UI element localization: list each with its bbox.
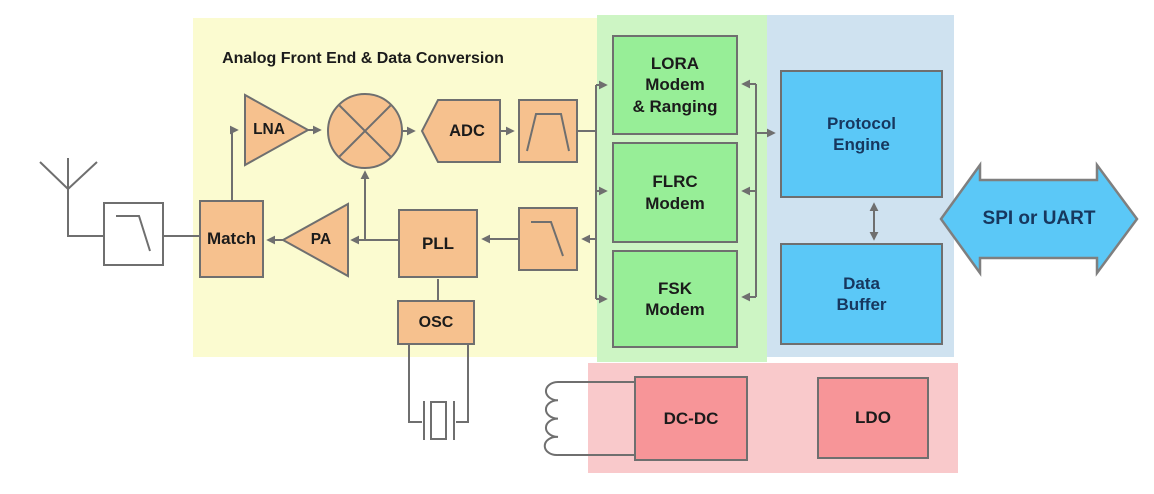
- lna-amplifier-icon: [244, 93, 311, 167]
- flrc-line1: FLRC: [652, 172, 698, 192]
- analog-region-title: Analog Front End & Data Conversion: [222, 50, 504, 67]
- crystal-icon: [408, 345, 469, 440]
- flrc-line2: Modem: [645, 193, 705, 213]
- lora-line3: & Ranging: [632, 96, 718, 116]
- protocol-line2: Engine: [833, 135, 890, 154]
- bidirectional-arrow-icon: [939, 161, 1139, 277]
- adc-label: ADC: [449, 121, 485, 140]
- fsk-modem-block: FSK Modem: [612, 250, 738, 348]
- fsk-line1: FSK: [658, 278, 692, 298]
- rf-filter-box: [103, 202, 164, 266]
- pa-amplifier-icon: [280, 202, 349, 278]
- databuffer-line2: Buffer: [836, 295, 887, 314]
- inductor-coil-icon: [543, 381, 559, 457]
- lowpass-filter-icon: [116, 215, 151, 252]
- dcdc-block: DC-DC: [634, 376, 748, 461]
- match-block: Match: [199, 200, 264, 278]
- spi-uart-label: SPI or UART: [982, 208, 1096, 229]
- mixer-cross: [338, 104, 392, 158]
- lora-line1: LORA: [650, 54, 700, 74]
- lna-label: LNA: [253, 121, 285, 138]
- flrc-modem-block: FLRC Modem: [612, 142, 738, 243]
- data-buffer-block: Data Buffer: [780, 243, 943, 345]
- bandpass-filter-icon: [526, 113, 570, 152]
- fsk-line2: Modem: [645, 300, 705, 319]
- pa-label: PA: [310, 231, 332, 248]
- adc-shape: [420, 99, 501, 163]
- lowpass-filter-icon-tx: [531, 221, 564, 257]
- antenna-icon: [39, 158, 104, 237]
- lora-modem-block: LORA Modem & Ranging: [612, 35, 738, 135]
- protocol-engine-block: Protocol Engine: [780, 70, 943, 198]
- analog-front-end-region: [193, 18, 597, 357]
- osc-block: OSC: [397, 300, 475, 345]
- protocol-line1: Protocol: [827, 113, 896, 133]
- tx-filter-box: [518, 207, 578, 271]
- lora-line2: Modem: [645, 75, 705, 95]
- rx-filter-box: [518, 99, 578, 163]
- wire-match-lna: [229, 125, 239, 200]
- pll-block: PLL: [398, 209, 478, 278]
- wire-coil-dcdc: [558, 381, 634, 456]
- ldo-block: LDO: [817, 377, 929, 459]
- databuffer-line1: Data: [843, 273, 880, 293]
- crystal-body: [430, 401, 447, 440]
